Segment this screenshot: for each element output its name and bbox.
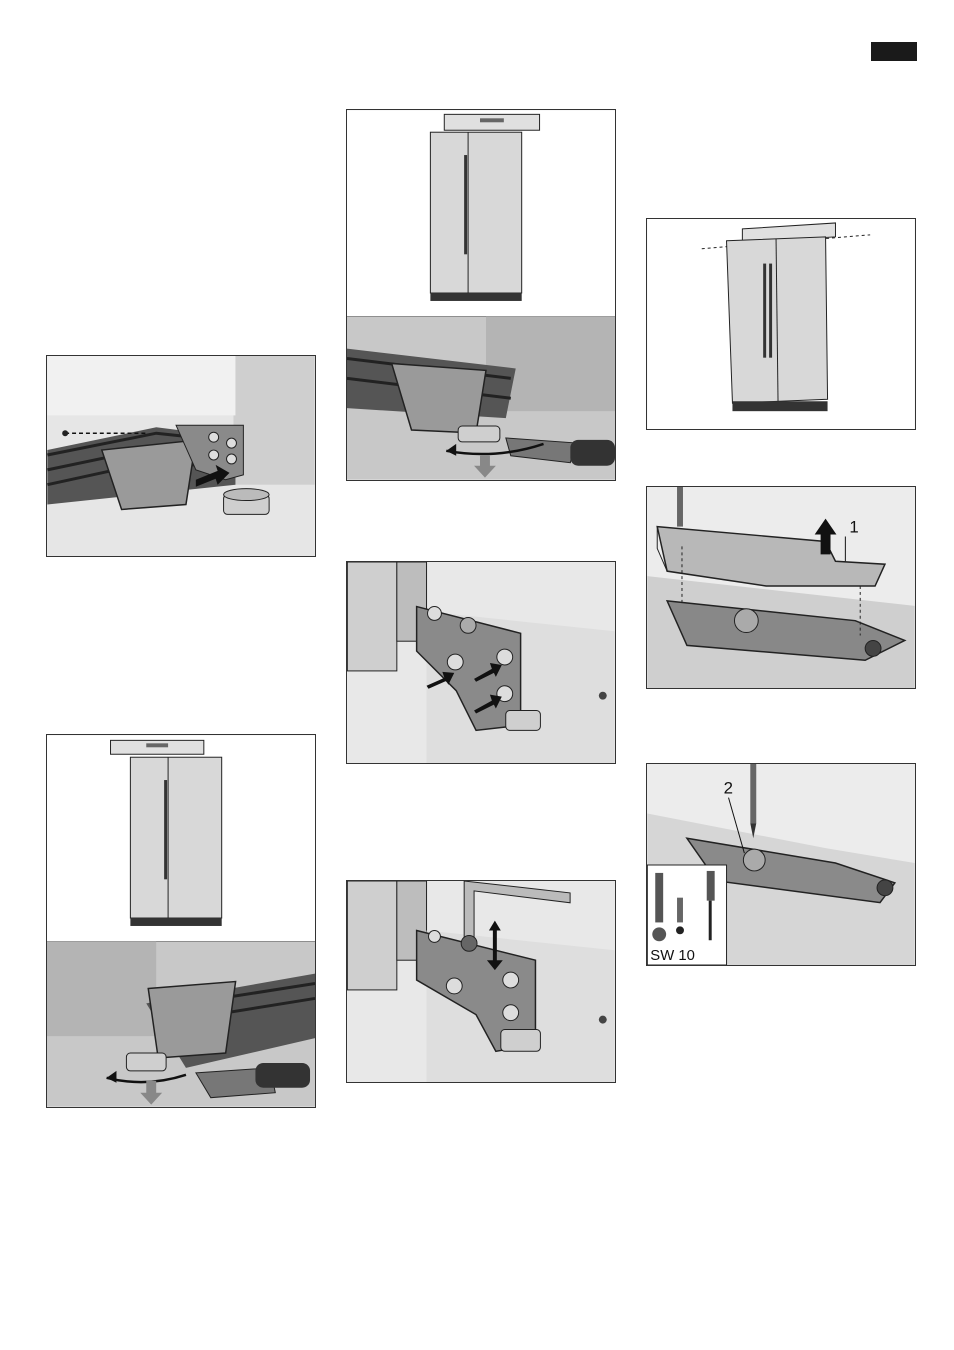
hinge-screws-illustration	[347, 562, 615, 763]
callout-2: 2	[724, 779, 733, 798]
tool-size-label: SW 10	[650, 948, 695, 964]
figure-level-left	[46, 734, 316, 1108]
figure-hinge-screws	[346, 561, 616, 764]
figure-foot-cover	[46, 355, 316, 557]
hinge-screw-illustration: 2 SW 10	[647, 764, 915, 965]
foot-cover-illustration	[47, 356, 315, 556]
level-middle-illustration	[347, 110, 615, 480]
figure-tilt-check	[646, 218, 916, 430]
figure-hinge-adjust	[346, 880, 616, 1083]
figure-hinge-screw: 2 SW 10	[646, 763, 916, 966]
section-tab	[871, 42, 917, 61]
callout-1: 1	[849, 518, 858, 537]
hinge-cover-illustration: 1	[647, 487, 915, 688]
figure-level-middle	[346, 109, 616, 481]
level-left-illustration	[47, 735, 315, 1107]
figure-hinge-cover: 1	[646, 486, 916, 689]
hinge-adjust-illustration	[347, 881, 615, 1082]
tilt-check-illustration	[647, 219, 915, 429]
